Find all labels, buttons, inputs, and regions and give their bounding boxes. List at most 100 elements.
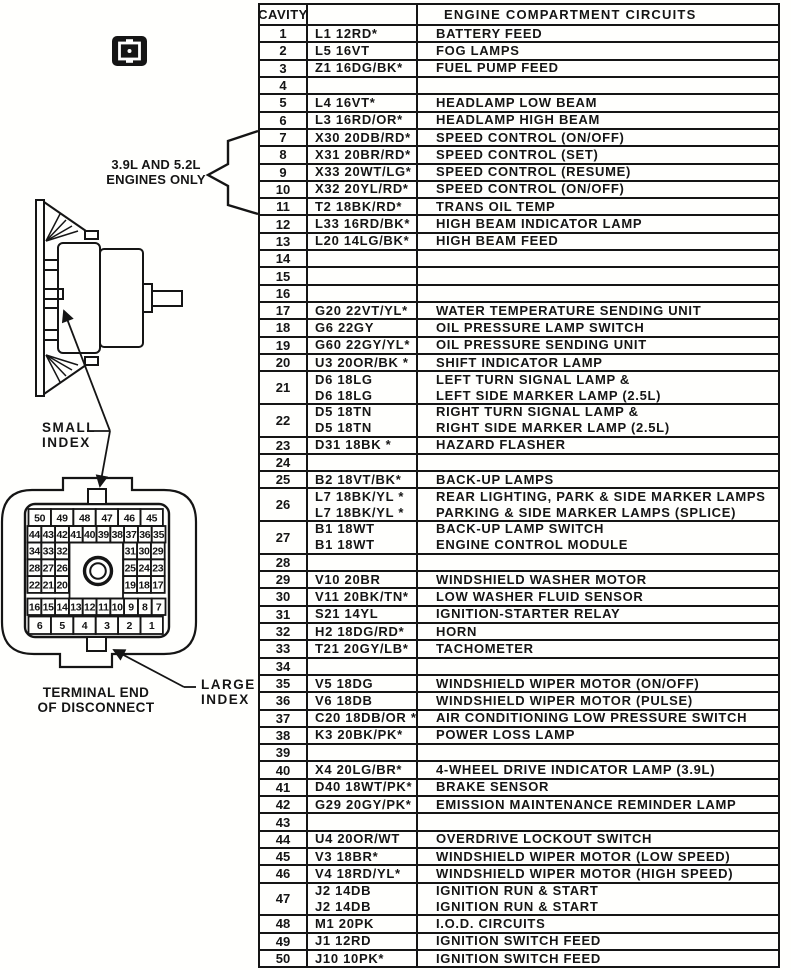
large-index-leader xyxy=(112,649,196,688)
circuit-description: HEADLAMP LOW BEAM xyxy=(436,94,598,110)
grid-cell-number: 41 xyxy=(70,529,82,541)
table-row: 14 xyxy=(260,249,778,267)
grid-cell-number: 38 xyxy=(112,529,124,541)
grid-cell-number: 28 xyxy=(29,563,41,575)
wire-code-cell: G29 20GY/PK* xyxy=(308,797,418,813)
small-index-leader xyxy=(61,309,111,488)
cavity-cell: 22 xyxy=(260,404,308,436)
grid-cell-number: 49 xyxy=(57,512,69,524)
grid-cell-number: 29 xyxy=(152,546,164,558)
terminal-end-line1: TERMINAL END xyxy=(42,685,150,700)
grid-cell-number: 17 xyxy=(152,579,164,591)
circuit-description: 4-WHEEL DRIVE INDICATOR LAMP (3.9L) xyxy=(436,762,716,778)
circuit-cell: SPEED CONTROL (ON/OFF) xyxy=(418,130,778,145)
grid-cell-number: 7 xyxy=(156,602,162,614)
grid-cell-number: 35 xyxy=(153,529,165,541)
circuit-cell: IGNITION SWITCH FEED xyxy=(418,933,778,949)
engines-note-line2: ENGINES ONLY xyxy=(106,172,206,187)
table-row: 43 xyxy=(260,812,778,830)
wire-code: V3 18BR* xyxy=(315,848,379,864)
circuit-cell: LEFT TURN SIGNAL LAMP &LEFT SIDE MARKER … xyxy=(418,372,778,403)
circuit-description: LOW WASHER FLUID SENSOR xyxy=(436,588,644,604)
circuit-cell: SHIFT INDICATOR LAMP xyxy=(418,355,778,370)
table-row: 39 xyxy=(260,743,778,761)
cavity-cell: 9 xyxy=(260,164,308,180)
circuit-cell: HIGH BEAM FEED xyxy=(418,233,778,249)
circuit-cell: HORN xyxy=(418,624,778,639)
wire-code: C20 18DB/OR * xyxy=(315,710,417,726)
circuit-cell: OVERDRIVE LOCKOUT SWITCH xyxy=(418,831,778,847)
circuit-description: POWER LOSS LAMP xyxy=(436,727,576,743)
grid-cell-number: 30 xyxy=(138,546,150,558)
circuit-cell: WINDSHIELD WIPER MOTOR (PULSE) xyxy=(418,693,778,708)
wire-code-cell: L7 18BK/YL *L7 18BK/YL * xyxy=(308,489,418,521)
circuit-description: FOG LAMPS xyxy=(436,42,520,58)
circuit-cell xyxy=(418,286,778,301)
cavity-cell: 7 xyxy=(260,129,308,146)
circuit-description: WATER TEMPERATURE SENDING UNIT xyxy=(436,302,702,318)
table-header-row: CAVITY ENGINE COMPARTMENT CIRCUITS xyxy=(258,5,778,24)
wire-code-cell: K3 20BK/PK* xyxy=(308,727,418,744)
engines-note-line1: 3.9L AND 5.2L xyxy=(111,157,201,172)
circuit-description: EMISSION MAINTENANCE REMINDER LAMP xyxy=(436,796,737,812)
circuit-cell xyxy=(418,745,778,760)
wire-code-cell: G60 22GY/YL* xyxy=(308,337,418,353)
wire-code: V4 18RD/YL* xyxy=(315,865,401,881)
table-row: 16 xyxy=(260,283,778,301)
circuit-cell: LOW WASHER FLUID SENSOR xyxy=(418,589,778,604)
grid-cell-number: 32 xyxy=(56,546,68,558)
cavity-cell: 37 xyxy=(260,710,308,726)
wire-code: X30 20DB/RD* xyxy=(315,129,411,145)
circuit-description: IGNITION RUN & START xyxy=(436,898,599,914)
wire-code: B2 18VT/BK* xyxy=(315,471,402,487)
wire-code-cell xyxy=(308,454,418,471)
cavity-cell: 26 xyxy=(260,489,308,521)
grid-cell-number: 8 xyxy=(142,602,148,614)
grid-cell-number: 43 xyxy=(43,529,55,541)
circuit-description: REAR LIGHTING, PARK & SIDE MARKER LAMPS xyxy=(436,488,766,504)
wire-code: X31 20BR/RD* xyxy=(315,146,411,162)
cavity-cell: 24 xyxy=(260,454,308,471)
cavity-cell: 40 xyxy=(260,762,308,778)
grid-cell-number: 25 xyxy=(125,563,137,575)
wire-code-cell: S21 14YL xyxy=(308,606,418,622)
circuit-description: OIL PRESSURE SENDING UNIT xyxy=(436,337,647,353)
grid-cell-number: 10 xyxy=(112,602,124,614)
circuit-description: HIGH BEAM FEED xyxy=(436,233,559,249)
engines-note: 3.9L AND 5.2L ENGINES ONLY xyxy=(100,157,212,187)
circuit-description: IGNITION RUN & START xyxy=(436,882,599,898)
cavity-cell: 6 xyxy=(260,112,308,128)
wire-code-cell xyxy=(308,251,418,267)
circuit-description: AIR CONDITIONING LOW PRESSURE SWITCH xyxy=(436,710,748,726)
circuit-cell: WINDSHIELD WIPER MOTOR (LOW SPEED) xyxy=(418,849,778,864)
circuit-cell: 4-WHEEL DRIVE INDICATOR LAMP (3.9L) xyxy=(418,762,778,777)
wire-code-cell xyxy=(308,554,418,570)
circuit-cell: FOG LAMPS xyxy=(418,43,778,58)
wire-code: T2 18BK/RD* xyxy=(315,198,403,214)
table-row: 28 xyxy=(260,552,778,570)
circuit-cell: FUEL PUMP FEED xyxy=(418,60,778,76)
cavity-header: CAVITY xyxy=(258,5,308,24)
wire-code: Z1 16DG/BK* xyxy=(315,60,403,76)
table-row: 34 xyxy=(260,656,778,674)
circuit-cell: RIGHT TURN SIGNAL LAMP &RIGHT SIDE MARKE… xyxy=(418,404,778,436)
cavity-cell: 16 xyxy=(260,285,308,301)
large-index-line1: LARGE xyxy=(201,677,256,692)
grid-cell-number: 12 xyxy=(84,602,96,614)
wire-code: V11 20BK/TN* xyxy=(315,588,409,604)
circuit-cell: POWER LOSS LAMP xyxy=(418,727,778,743)
grid-cell-number: 45 xyxy=(146,512,158,524)
wire-code: G6 22GY xyxy=(315,319,375,335)
circuit-cell xyxy=(418,251,778,266)
grid-cell-number: 19 xyxy=(125,579,137,591)
cavity-cell: 10 xyxy=(260,181,308,198)
grid-cell-number: 22 xyxy=(29,579,41,591)
